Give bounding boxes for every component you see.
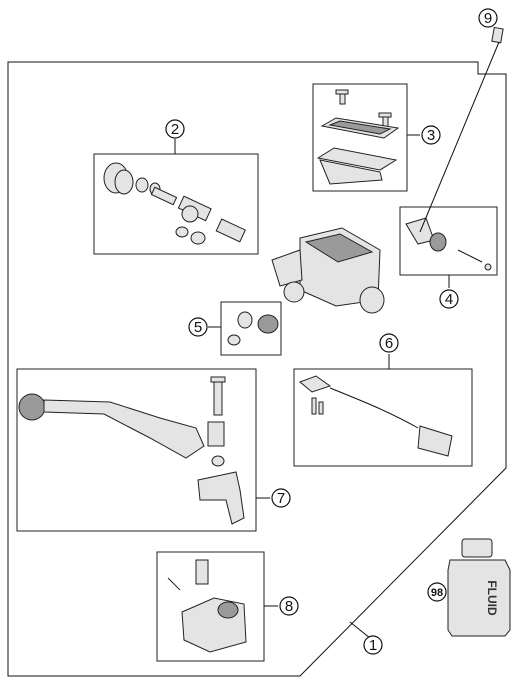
group-box-5 (220, 301, 282, 356)
sensor-parts (167, 559, 247, 653)
callout-3: 3 (421, 125, 441, 145)
group-box-6 (293, 368, 473, 467)
pivot-parts (405, 217, 492, 271)
svg-text:3: 3 (427, 127, 435, 144)
seal-kit-parts (103, 162, 246, 245)
svg-text:9: 9 (484, 10, 492, 27)
group-box-4 (399, 206, 498, 276)
callout-8: 8 (279, 596, 299, 616)
callout-1: 1 (363, 635, 383, 655)
master-cylinder-body (271, 227, 385, 314)
pin-part-9 (419, 26, 504, 233)
svg-text:2: 2 (171, 121, 179, 138)
group-box-7 (16, 368, 257, 532)
callout-4: 4 (439, 289, 459, 309)
fluid-label: FLUID (485, 580, 499, 616)
reservoir-cover-parts (316, 89, 400, 185)
svg-text:6: 6 (385, 335, 393, 352)
svg-text:8: 8 (285, 598, 293, 615)
adjuster-parts (227, 311, 279, 346)
callout-2: 2 (165, 119, 185, 139)
callout-7: 7 (271, 488, 291, 508)
svg-text:4: 4 (445, 291, 453, 308)
callout-5: 5 (188, 317, 208, 337)
callout-9: 9 (478, 8, 498, 28)
group-box-3 (312, 83, 408, 192)
callout-98: 98 (427, 582, 447, 602)
svg-text:7: 7 (277, 490, 285, 507)
svg-text:5: 5 (194, 319, 202, 336)
lever-parts (18, 376, 245, 525)
callout-6: 6 (379, 333, 399, 353)
svg-text:98: 98 (431, 587, 443, 599)
fluid-bottle: FLUID (447, 538, 511, 637)
switch-parts (299, 375, 453, 457)
svg-text:1: 1 (369, 637, 377, 654)
assembly-outline (7, 61, 507, 677)
group-box-2 (93, 153, 259, 255)
